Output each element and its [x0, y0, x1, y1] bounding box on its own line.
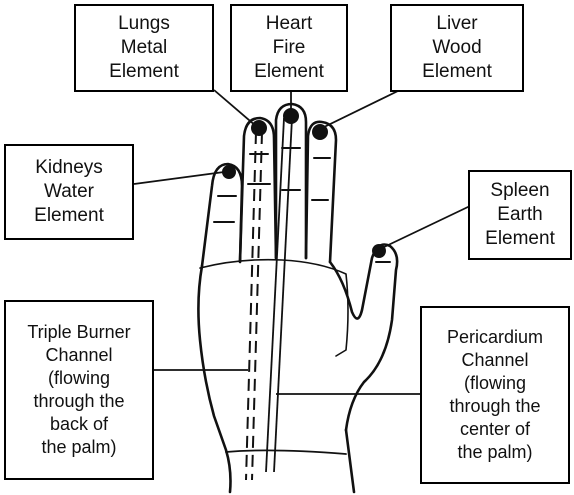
- wrist-crease: [226, 450, 346, 454]
- lungs-leader: [214, 90, 256, 126]
- ring-finger: [240, 118, 276, 262]
- triple-burner-label-line3: (flowing: [48, 367, 110, 390]
- kidneys-label-line3: Element: [34, 204, 104, 228]
- heart-label-box: Heart Fire Element: [230, 4, 348, 92]
- kidneys-label-line2: Water: [44, 180, 94, 204]
- pericardium-label-line1: Pericardium: [447, 326, 543, 349]
- liver-label-line3: Element: [422, 60, 492, 84]
- liver-label-line2: Wood: [432, 36, 481, 60]
- kidneys-label-box: Kidneys Water Element: [4, 144, 134, 240]
- lungs-label-line1: Lungs: [118, 12, 170, 36]
- heart-label-line3: Element: [254, 60, 324, 84]
- spleen-label-line2: Earth: [497, 203, 542, 227]
- spleen-label-line3: Element: [485, 227, 555, 251]
- pericardium-label-line4: through the: [449, 395, 540, 418]
- triple-burner-label-line5: back of: [50, 413, 108, 436]
- palm-outline: [198, 266, 230, 492]
- pericardium-label-box: Pericardium Channel (flowing through the…: [420, 306, 570, 484]
- triple-burner-label-line2: Channel: [45, 344, 112, 367]
- triple-burner-label-box: Triple Burner Channel (flowing through t…: [4, 300, 154, 480]
- pericardium-label-line5: center of: [460, 418, 530, 441]
- palm-right-edge: [346, 430, 354, 492]
- spleen-label-line1: Spleen: [490, 179, 549, 203]
- triple-burner-label-line6: the palm): [41, 436, 116, 459]
- lungs-label-line3: Element: [109, 60, 179, 84]
- lungs-label-line2: Metal: [121, 36, 167, 60]
- kidneys-label-line1: Kidneys: [35, 156, 103, 180]
- pericardium-label-line6: the palm): [457, 441, 532, 464]
- triple-burner-label-line1: Triple Burner: [27, 321, 130, 344]
- kidneys-leader: [134, 172, 224, 184]
- heart-point: [283, 108, 299, 124]
- heart-label-line1: Heart: [266, 12, 312, 36]
- index-finger: [306, 122, 336, 262]
- spleen-leader: [382, 206, 470, 248]
- heart-label-line2: Fire: [273, 36, 306, 60]
- kidneys-point: [222, 165, 236, 179]
- pericardium-label-line2: Channel: [461, 349, 528, 372]
- lungs-point: [251, 120, 267, 136]
- liver-label-box: Liver Wood Element: [390, 4, 524, 92]
- lungs-label-box: Lungs Metal Element: [74, 4, 214, 92]
- liver-leader: [322, 90, 400, 128]
- thumb: [330, 245, 397, 431]
- pinky-finger: [202, 164, 242, 266]
- spleen-label-box: Spleen Earth Element: [468, 170, 572, 260]
- liver-label-line1: Liver: [436, 12, 477, 36]
- triple-burner-label-line4: through the: [33, 390, 124, 413]
- pericardium-label-line3: (flowing: [464, 372, 526, 395]
